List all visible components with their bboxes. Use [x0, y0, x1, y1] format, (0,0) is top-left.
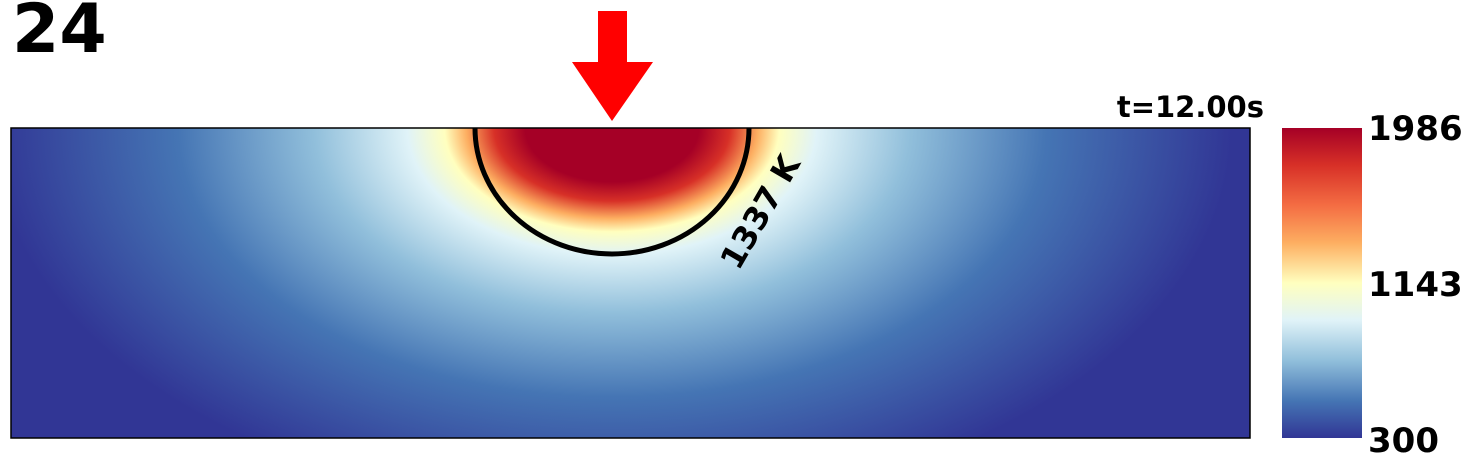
plot-frame — [10, 127, 1251, 439]
heat-source-arrow — [572, 11, 653, 121]
colorbar-max-label: 1986 — [1368, 109, 1463, 149]
colorbar-min-label: 300 — [1368, 421, 1439, 461]
colorbar-mid-label: 1143 — [1368, 265, 1463, 305]
colorbar — [1282, 128, 1362, 438]
frame-number: 24 — [12, 0, 107, 69]
melt-contour-line — [472, 128, 752, 257]
temperature-field — [11, 128, 1250, 438]
time-label: t=12.00s — [1116, 90, 1264, 124]
